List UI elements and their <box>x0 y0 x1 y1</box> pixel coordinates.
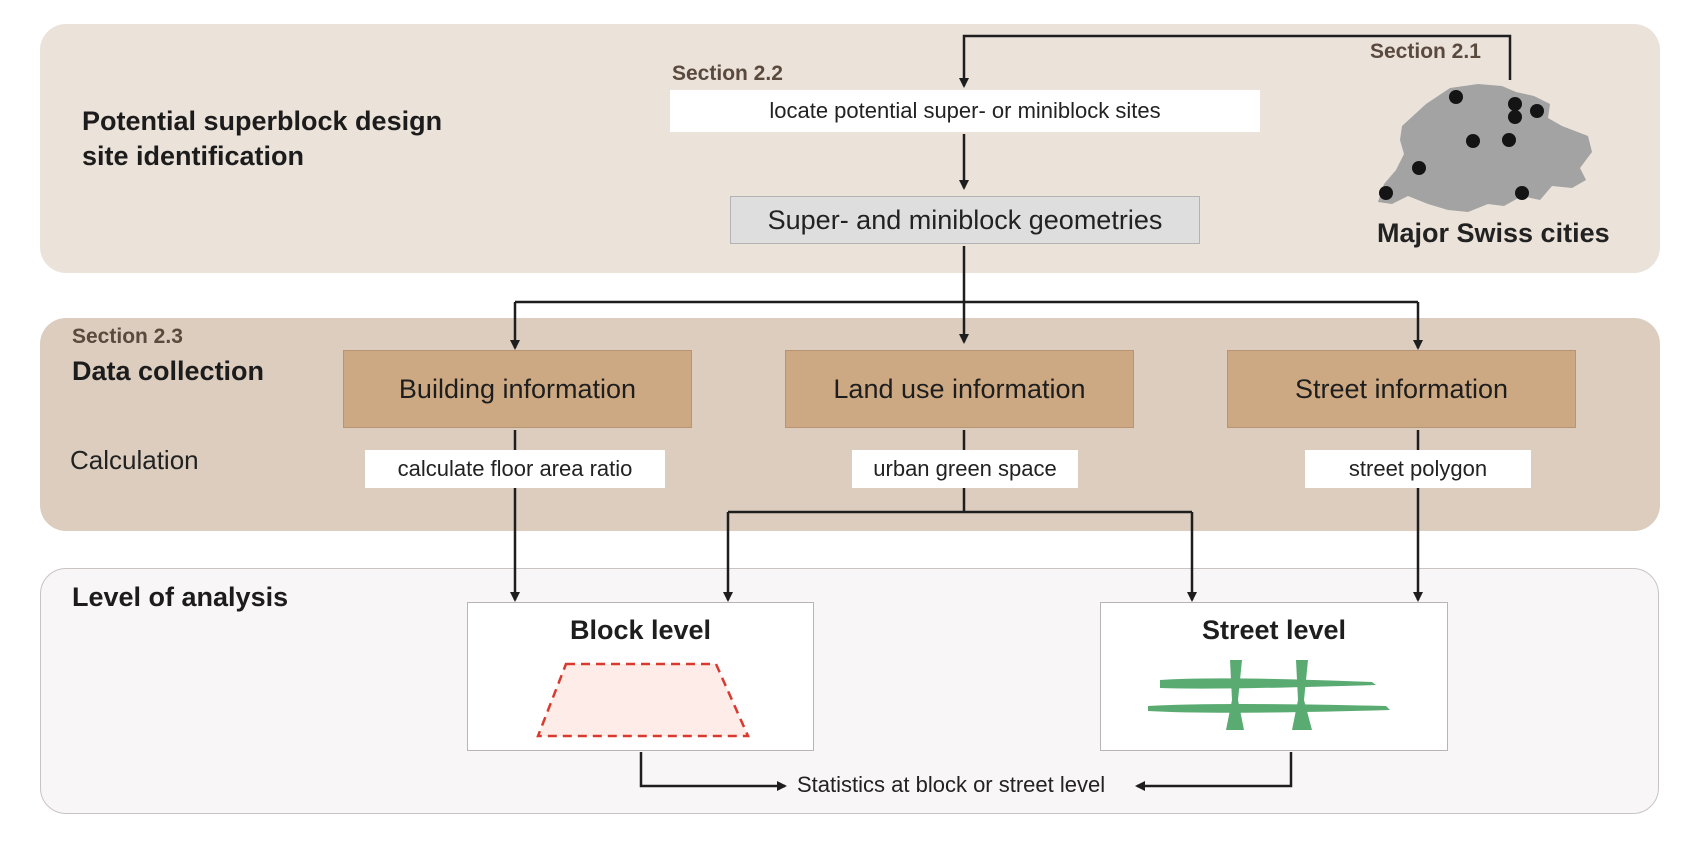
street-grid-icon <box>1148 660 1390 730</box>
street-polygon-box: street polygon <box>1305 450 1531 488</box>
statistics-label: Statistics at block or street level <box>797 772 1106 797</box>
section-2-3-label: Section 2.3 <box>72 325 183 348</box>
block-to-statistics-arrow <box>639 752 787 791</box>
city-dots <box>1379 90 1544 200</box>
urban-green-space-box: urban green space <box>852 450 1078 488</box>
street-level-title: Street level <box>1201 615 1347 645</box>
calculation-label: Calculation <box>70 445 199 475</box>
identification-title: Potential superblock design site identif… <box>82 106 443 172</box>
city-dot <box>1508 110 1522 124</box>
swiss-cities-caption: Major Swiss cities <box>1377 218 1610 248</box>
block-level-title: Block level <box>569 615 712 645</box>
city-dot <box>1530 104 1544 118</box>
data-collection-title: Data collection <box>72 356 265 386</box>
city-dot <box>1508 97 1522 111</box>
section-2-1-label: Section 2.1 <box>1370 40 1481 63</box>
street-information-box: Street information <box>1227 350 1576 428</box>
level-of-analysis-title: Level of analysis <box>72 582 289 612</box>
street-level-box: Street level <box>1100 602 1448 751</box>
city-dot <box>1515 186 1529 200</box>
locate-sites-box: locate potential super- or miniblock sit… <box>670 90 1260 132</box>
floor-area-ratio-box: calculate floor area ratio <box>365 450 665 488</box>
block-polygon-icon <box>536 662 750 738</box>
city-dot <box>1449 90 1463 104</box>
city-dot <box>1379 186 1393 200</box>
land-use-information-box: Land use information <box>785 350 1134 428</box>
geometries-box: Super- and miniblock geometries <box>730 196 1200 244</box>
building-information-box: Building information <box>343 350 692 428</box>
section-2-2-label: Section 2.2 <box>672 62 783 85</box>
city-dot <box>1466 134 1480 148</box>
city-dot <box>1412 161 1426 175</box>
map-to-locate-arrow <box>959 34 1512 88</box>
city-dot <box>1502 133 1516 147</box>
street-to-statistics-arrow <box>1135 752 1293 791</box>
switzerland-map-icon <box>1378 84 1592 212</box>
